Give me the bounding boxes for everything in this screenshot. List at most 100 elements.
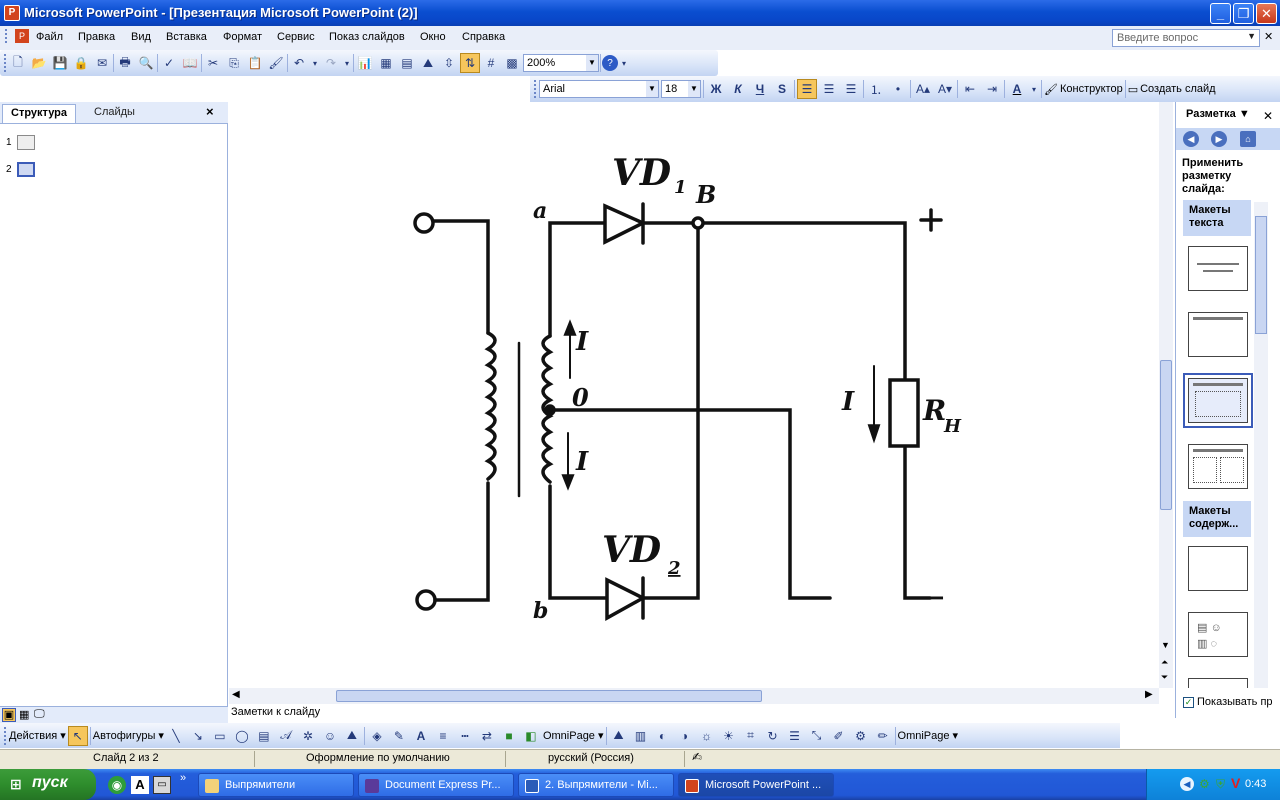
line-style-icon[interactable]: ≡ (439, 728, 447, 743)
tray-antivirus-icon[interactable]: V (1231, 775, 1241, 791)
chevron-right-icon[interactable]: ▶ (1145, 689, 1153, 700)
less-contrast-icon[interactable]: ◑ (680, 728, 689, 743)
task-word[interactable]: 2. Выпрямители - Mi... (518, 773, 674, 797)
start-button[interactable]: ⊞ пуск (0, 769, 96, 800)
slide-thumbnail-1[interactable] (17, 135, 35, 150)
copy-icon[interactable]: ⎘ (229, 55, 239, 70)
format-picture-icon[interactable]: ⚙ (855, 728, 866, 743)
back-icon[interactable]: ◀ (1183, 131, 1199, 147)
task-powerpoint[interactable]: Microsoft PowerPoint ... (678, 773, 834, 797)
layout-title-only[interactable] (1188, 312, 1248, 357)
font-color-icon[interactable]: A (416, 728, 426, 743)
menu-insert[interactable]: Вставка (166, 31, 207, 43)
font-color-icon[interactable]: A (1012, 82, 1022, 96)
chevron-left-icon[interactable]: ◀ (232, 689, 240, 700)
show-formatting-icon[interactable]: ⇅ (460, 53, 480, 73)
shadow-button[interactable]: S (777, 82, 786, 96)
bold-button[interactable]: Ж (710, 82, 722, 96)
textbox-icon[interactable]: ▤ (258, 728, 270, 743)
help-search-input[interactable]: Введите вопрос▼ (1112, 29, 1260, 47)
save-icon[interactable]: 💾 (52, 56, 68, 70)
layout-title-text[interactable] (1183, 373, 1253, 428)
arrow-icon[interactable]: ↘ (192, 728, 203, 743)
clipart-icon[interactable]: ☺ (323, 728, 337, 743)
rotate-icon[interactable]: ↻ (767, 728, 778, 743)
research-icon[interactable]: 📖 (182, 56, 198, 70)
show-grid-icon[interactable]: # (487, 56, 495, 70)
less-brightness-icon[interactable]: ☀ (723, 728, 734, 743)
rectangle-icon[interactable]: ▭ (214, 728, 226, 743)
compress-icon[interactable]: ⤡ (811, 728, 822, 742)
print-preview-icon[interactable]: 🔍 (138, 56, 154, 70)
layout-more[interactable] (1188, 678, 1248, 688)
chevron-down-icon[interactable]: ▼ (646, 81, 658, 97)
next-slide-icon[interactable]: ⏷ (1161, 672, 1169, 682)
chevron-down-icon[interactable]: ▼ (1247, 31, 1256, 41)
more-brightness-icon[interactable]: ☼ (701, 728, 713, 743)
slide-sorter-view-icon[interactable]: ▦ (19, 709, 30, 721)
omnipage-menu-2[interactable]: OmniPage ▾ (897, 730, 959, 742)
clock[interactable]: 0:43 (1245, 778, 1267, 790)
menu-help[interactable]: Справка (462, 31, 506, 43)
horizontal-scrollbar[interactable]: ◀ ▶ (229, 688, 1159, 704)
underline-button[interactable]: Ч (755, 82, 765, 96)
menu-tools[interactable]: Сервис (277, 31, 315, 43)
vertical-scrollbar[interactable]: ▼ ⏶ ⏷ (1159, 102, 1173, 688)
minimize-button[interactable]: _ (1210, 3, 1231, 24)
open-icon[interactable]: 📂 (31, 56, 47, 70)
line-weight-icon[interactable]: ☰ (789, 728, 800, 743)
quicklaunch-browser-icon[interactable]: ◉ (108, 776, 126, 794)
shadow-style-icon[interactable]: ■ (505, 728, 513, 743)
designer-button[interactable]: 🖌Конструктор (1044, 83, 1123, 96)
print-icon[interactable]: 🖶 (119, 54, 131, 69)
wordart-icon[interactable]: 𝒜 (280, 728, 292, 742)
chevron-down-icon[interactable]: ▼ (688, 81, 700, 97)
tray-back-icon[interactable]: ◀ (1180, 777, 1194, 791)
more-contrast-icon[interactable]: ◐ (658, 728, 667, 743)
layout-blank[interactable] (1188, 546, 1248, 591)
tables-borders-icon[interactable]: ▤ (401, 56, 413, 70)
scroll-thumb[interactable] (1160, 360, 1172, 510)
undo-icon[interactable]: ↶ (293, 56, 305, 70)
recolor-icon[interactable]: ✐ (833, 728, 844, 743)
task-folder[interactable]: Выпрямители (198, 773, 354, 797)
font-size-combo[interactable]: 18▼ (661, 80, 701, 98)
actions-menu[interactable]: Действия ▾ (9, 730, 66, 742)
previous-slide-icon[interactable]: ⏶ (1161, 657, 1169, 667)
expand-all-icon[interactable]: ⇳ (443, 56, 455, 70)
tray-network-icon[interactable]: ⚙ (1199, 777, 1210, 791)
menu-file[interactable]: Файл (36, 31, 64, 43)
menu-slideshow[interactable]: Показ слайдов (329, 31, 405, 43)
normal-view-icon[interactable]: ▣ (2, 708, 16, 722)
redo-icon[interactable]: ↷ (325, 56, 337, 70)
decrease-font-icon[interactable]: A▾ (937, 82, 953, 96)
slide-thumbnail-2[interactable] (17, 162, 35, 177)
autoshapes-menu[interactable]: Автофигуры ▾ (92, 730, 164, 742)
decrease-indent-icon[interactable]: ⇤ (964, 82, 976, 96)
menu-view[interactable]: Вид (131, 31, 151, 43)
color-grayscale-icon[interactable]: ▩ (506, 56, 518, 70)
oval-icon[interactable]: ◯ (235, 728, 249, 743)
toolbar-grip[interactable] (534, 80, 537, 98)
undo-dropdown-icon[interactable]: ▾ (312, 58, 317, 68)
close-pane-icon[interactable]: × (206, 104, 214, 119)
layout-two-columns[interactable] (1188, 444, 1248, 489)
align-left-icon[interactable]: ☰ (797, 79, 817, 99)
quicklaunch-app-icon[interactable]: A (131, 776, 149, 794)
maximize-button[interactable]: ❐ (1233, 3, 1254, 24)
redo-dropdown-icon[interactable]: ▾ (344, 58, 349, 68)
picture-icon[interactable]: ⛰ (346, 728, 357, 742)
toolbar-grip[interactable] (4, 726, 7, 745)
scroll-thumb[interactable] (1255, 216, 1267, 334)
tab-outline[interactable]: Структура (2, 104, 76, 123)
new-slide-button[interactable]: ▭Создать слайд (1128, 83, 1216, 96)
insert-table-icon[interactable]: ▦ (380, 56, 392, 70)
color-icon[interactable]: ▥ (634, 728, 647, 743)
toolbar-grip[interactable] (4, 54, 7, 72)
picture-toolbar-icon[interactable]: ⛰ (613, 728, 624, 742)
document-icon[interactable]: P (15, 29, 29, 43)
spelling-icon[interactable]: ✓ (163, 56, 175, 70)
font-name-combo[interactable]: Arial▼ (539, 80, 659, 98)
layout-content[interactable]: ▤ ☺ ▥ ◌ (1188, 612, 1248, 657)
bullets-icon[interactable]: • (895, 82, 901, 96)
